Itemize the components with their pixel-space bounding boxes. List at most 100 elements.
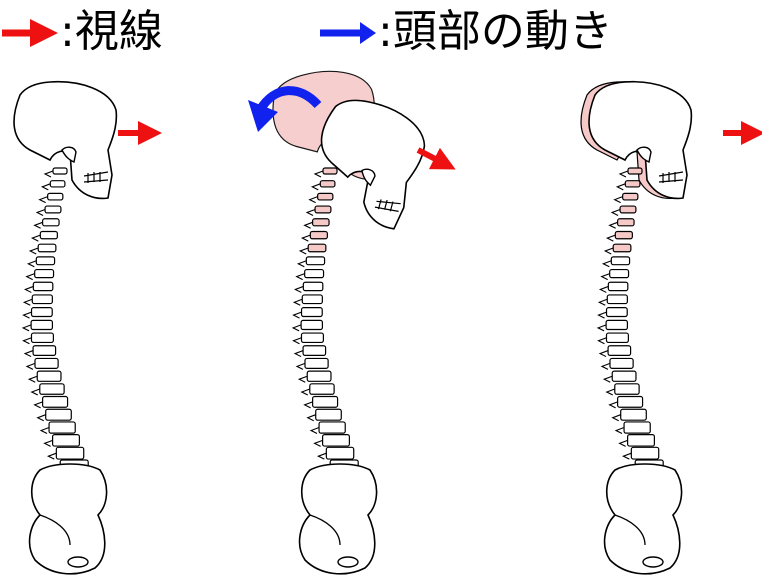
vertebra-process	[601, 260, 612, 268]
vertebra	[317, 192, 334, 201]
vertebra	[37, 243, 57, 253]
vertebra-process	[292, 337, 302, 345]
vertebra	[300, 332, 324, 344]
vertebra	[31, 294, 53, 305]
vertebra	[314, 205, 332, 214]
vertebra-process	[602, 375, 613, 383]
vertebra-process	[293, 285, 304, 293]
spine	[291, 167, 359, 473]
legend-head-motion-label: :頭部の動き	[378, 6, 613, 57]
vertebra	[306, 370, 332, 382]
vertebra-process	[605, 388, 615, 396]
vertebra	[319, 180, 336, 188]
vertebra-process	[36, 414, 46, 422]
vertebra-process	[313, 439, 323, 447]
vertebra-process	[313, 170, 324, 178]
vertebra	[47, 192, 64, 201]
vertebra	[30, 332, 54, 344]
vertebra	[34, 357, 59, 369]
vertebra	[606, 294, 628, 305]
vertebra	[307, 243, 327, 253]
vertebra-process	[305, 208, 316, 216]
vertebra	[607, 345, 632, 356]
vertebra	[623, 421, 651, 434]
vertebra	[611, 370, 637, 382]
vertebra	[300, 307, 323, 318]
vertebra	[302, 281, 324, 292]
vertebra	[607, 281, 629, 292]
vertebra	[630, 446, 660, 460]
vertebra	[605, 307, 628, 318]
figure-forward-head	[580, 80, 762, 575]
vertebra	[322, 434, 350, 447]
vertebra-process	[46, 452, 57, 460]
vertebra	[309, 383, 335, 395]
vertebra-process	[22, 311, 32, 319]
vertebra-process	[611, 414, 621, 422]
vertebra-process	[30, 234, 41, 242]
vertebra	[612, 243, 632, 253]
vertebra-process	[600, 362, 611, 370]
vertebra	[42, 218, 60, 227]
vertebra-process	[292, 311, 302, 319]
vertebra	[325, 446, 355, 460]
vertebra	[609, 268, 630, 279]
vertebra	[52, 167, 68, 175]
vertebra	[610, 256, 631, 266]
pelvis-icon	[28, 463, 108, 575]
vertebra-process	[306, 414, 316, 422]
vertebra	[614, 383, 640, 395]
vertebra-process	[25, 273, 35, 281]
vertebra-process	[603, 247, 614, 255]
vertebra	[305, 256, 326, 266]
vertebra	[49, 180, 66, 188]
legend-gaze-label: :視線	[60, 6, 163, 57]
vertebra-process	[316, 452, 327, 460]
vertebra-process	[295, 273, 305, 281]
vertebra	[36, 370, 62, 382]
vertebra	[55, 446, 85, 460]
vertebra-process	[33, 221, 43, 229]
vertebra-process	[23, 285, 34, 293]
vertebra	[309, 230, 328, 240]
vertebra	[622, 192, 639, 201]
figure-neutral-posture	[13, 80, 162, 575]
spine	[21, 167, 89, 473]
vertebra-process	[597, 337, 607, 345]
vertebra	[44, 205, 62, 214]
skull-icon	[13, 80, 118, 200]
vertebra	[627, 167, 643, 175]
vertebra-process	[30, 388, 40, 396]
vertebra-process	[300, 234, 311, 242]
vertebra-process	[23, 350, 34, 358]
vertebra-process	[26, 260, 37, 268]
vertebra-process	[618, 439, 628, 447]
vertebra-process	[291, 324, 302, 332]
vertebra-process	[27, 375, 38, 383]
vertebra-process	[309, 427, 320, 435]
vertebra-process	[40, 183, 51, 191]
vertebra	[318, 421, 346, 434]
vertebra	[30, 319, 54, 331]
vertebra-process	[35, 208, 46, 216]
vertebra-process	[598, 285, 609, 293]
vertebra-process	[608, 221, 618, 229]
vertebra	[605, 332, 629, 344]
vertebra-process	[296, 260, 307, 268]
vertebra-process	[303, 401, 313, 409]
vertebra	[301, 294, 323, 305]
vertebra	[48, 421, 76, 434]
vertebra-process	[43, 170, 54, 178]
vertebra	[304, 268, 325, 279]
vertebra	[617, 395, 644, 408]
vertebra-process	[614, 427, 625, 435]
vertebra	[32, 345, 57, 356]
pelvis-icon	[298, 463, 378, 575]
vertebra	[609, 357, 634, 369]
vertebra-process	[39, 427, 50, 435]
vertebra-process	[303, 221, 313, 229]
vertebra	[312, 395, 339, 408]
vertebra-process	[310, 183, 321, 191]
vertebra-process	[22, 298, 33, 306]
